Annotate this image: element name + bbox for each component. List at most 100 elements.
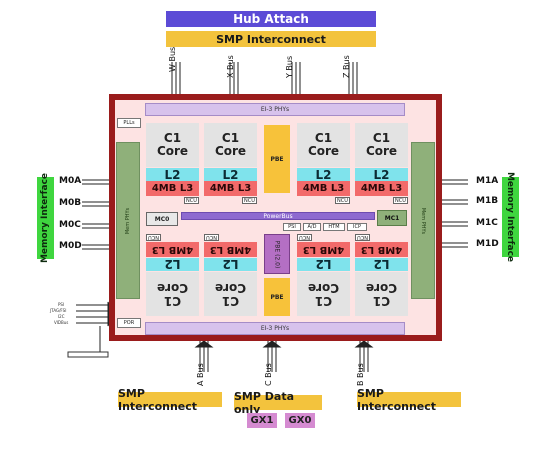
core-bottom-1-line1: C1 — [163, 294, 182, 308]
w-bus-label: W Bus — [168, 46, 177, 72]
a-bus-label: A Bus — [196, 363, 205, 386]
hub-attach-bar: Hub Attach — [166, 11, 376, 27]
smp-interconnect-right-bar: SMP Interconnect — [357, 387, 461, 413]
mc0-block: MC0 — [146, 212, 178, 226]
core-top-2: C1 Core — [204, 123, 257, 167]
a-bus-arrows — [194, 340, 214, 372]
signal-i2c: I2C — [58, 314, 65, 319]
gx0-block: GX0 — [285, 413, 315, 428]
ncu-bottom-2: NCU — [204, 234, 219, 241]
smp-interconnect-top-bar: SMP Interconnect — [166, 31, 376, 47]
por-block: POR — [117, 318, 141, 328]
mem-phys-right: Mem PHYs — [411, 142, 435, 299]
x-bus-label: X Bus — [226, 55, 235, 78]
pbe-vertical-label: PBE (2.0) — [273, 240, 281, 268]
core-bottom-3-line2: Core — [307, 281, 340, 295]
ncu-bottom-3: NCU — [297, 234, 312, 241]
core-bottom-1: C1 Core — [146, 272, 199, 316]
core-top-1-line2: Core — [156, 144, 189, 158]
mem-phys-left-label: Mem PHYs — [125, 207, 132, 234]
pbe-vertical-block: PBE (2.0) — [264, 234, 290, 274]
memory-interface-right-label: Memory Interface — [505, 171, 516, 263]
core-bottom-4: C1 Core — [355, 272, 408, 316]
smp-interconnect-top-label: SMP Interconnect — [216, 32, 326, 46]
l2-top-1: L2 — [146, 168, 199, 182]
l3-top-2: 4MB L3 — [204, 181, 257, 196]
ncu-top-3: NCU — [335, 197, 350, 204]
port-m0c: M0C — [59, 220, 81, 230]
smp-data-only-label: SMP Data only — [234, 389, 294, 416]
port-m0b: M0B — [59, 198, 82, 208]
icp-block: ICP — [347, 223, 367, 231]
l3-top-4: 4MB L3 — [355, 181, 408, 196]
smp-interconnect-left-label: SMP Interconnect — [118, 386, 198, 413]
ncu-bottom-1: NCU — [146, 234, 161, 241]
mem-phys-right-label: Mem PHYs — [420, 207, 427, 234]
core-top-1-line1: C1 — [163, 131, 182, 145]
core-top-3-line2: Core — [307, 144, 340, 158]
ncu-top-1: NCU — [184, 197, 199, 204]
l2-top-2: L2 — [204, 168, 257, 182]
ei3-phys-bottom: EI-3 PHYs — [145, 322, 405, 335]
l2-bottom-4: L2 — [355, 258, 408, 272]
l3-top-1: 4MB L3 — [146, 181, 199, 196]
port-m1b: M1B — [476, 196, 499, 206]
psi-block: PSI — [283, 223, 301, 231]
port-m1d: M1D — [476, 239, 499, 249]
c-bus-label: C Bus — [264, 363, 273, 386]
l2-top-4: L2 — [355, 168, 408, 182]
core-bottom-3-line1: C1 — [314, 294, 333, 308]
core-bottom-4-line1: C1 — [372, 294, 391, 308]
mc1-block: MC1 — [377, 210, 407, 226]
core-bottom-2-line1: C1 — [221, 294, 240, 308]
ad-block: A/D — [303, 223, 321, 231]
l3-bottom-2: 4MB L3 — [204, 242, 257, 257]
memory-interface-right: Memory Interface — [502, 172, 519, 262]
core-top-1: C1 Core — [146, 123, 199, 167]
core-top-4-line1: C1 — [372, 131, 391, 145]
gx1-block: GX1 — [247, 413, 277, 428]
core-top-3-line1: C1 — [314, 131, 333, 145]
ncu-bottom-4: NCU — [355, 234, 370, 241]
memory-interface-left-label: Memory Interface — [40, 172, 51, 264]
ncu-top-4: NCU — [393, 197, 408, 204]
l3-bottom-3: 4MB L3 — [297, 242, 350, 257]
memory-interface-left: Memory Interface — [37, 173, 54, 263]
ei3-phys-top: EI-3 PHYs — [145, 103, 405, 116]
port-m1c: M1C — [476, 218, 498, 228]
port-m0a: M0A — [59, 176, 82, 186]
powerbus: PowerBus — [181, 212, 375, 220]
core-top-2-line1: C1 — [221, 131, 240, 145]
l2-bottom-1: L2 — [146, 258, 199, 272]
core-top-4: C1 Core — [355, 123, 408, 167]
misc-arrows — [68, 301, 115, 353]
c-bus-arrows — [262, 340, 282, 372]
core-top-4-line2: Core — [365, 144, 398, 158]
l3-bottom-1: 4MB L3 — [146, 242, 199, 257]
smp-interconnect-left-bar: SMP Interconnect — [118, 387, 222, 413]
l3-bottom-4: 4MB L3 — [355, 242, 408, 257]
core-bottom-3: C1 Core — [297, 272, 350, 316]
signal-jtag: JTAG/FSI — [50, 308, 67, 313]
z-bus-label: Z Bus — [342, 55, 351, 78]
mem-phys-left: Mem PHYs — [116, 142, 140, 299]
signal-vidbus: VIDBus — [54, 320, 69, 325]
service-processor-box — [67, 351, 109, 358]
b-bus-arrows — [354, 340, 374, 372]
pbe-bottom: PBE — [264, 278, 290, 316]
l2-bottom-2: L2 — [204, 258, 257, 272]
port-m0d: M0D — [59, 241, 82, 251]
pbe-top: PBE — [264, 125, 290, 193]
smp-data-only-bar: SMP Data only — [234, 390, 322, 416]
ncu-top-2: NCU — [242, 197, 257, 204]
y-bus-label: Y Bus — [285, 55, 294, 78]
port-m1a: M1A — [476, 176, 499, 186]
l2-bottom-3: L2 — [297, 258, 350, 272]
core-bottom-4-line2: Core — [365, 281, 398, 295]
l3-top-3: 4MB L3 — [297, 181, 350, 196]
core-bottom-2-line2: Core — [214, 281, 247, 295]
smp-interconnect-right-label: SMP Interconnect — [357, 386, 437, 413]
pll-block: PLLs — [117, 118, 141, 128]
l2-top-3: L2 — [297, 168, 350, 182]
b-bus-label: B Bus — [356, 363, 365, 386]
